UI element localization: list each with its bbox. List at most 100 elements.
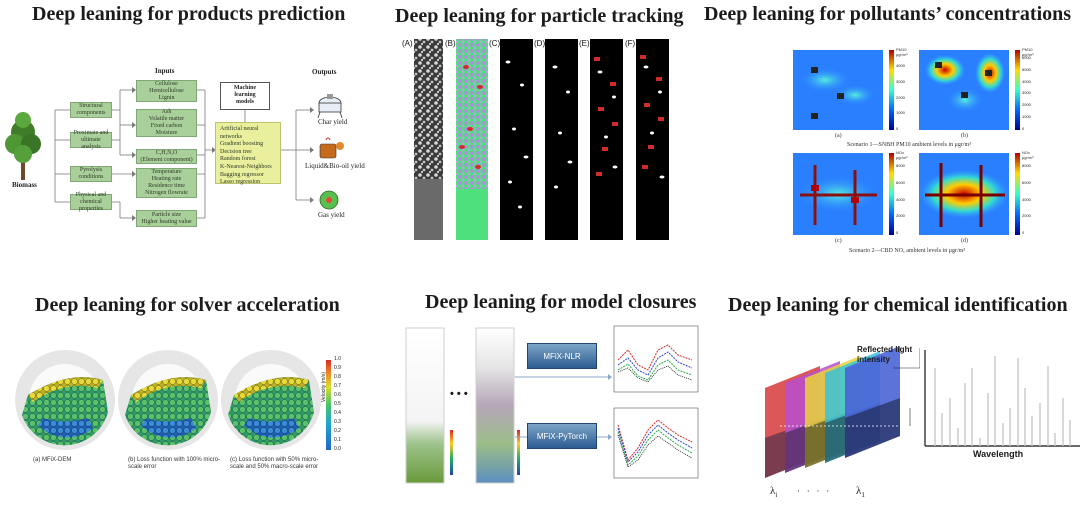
input-proximate: Ash Volatile matter Fixed carbon Moistur… — [136, 109, 197, 137]
velocity-drums — [15, 350, 331, 450]
title-model-closures: Deep leaning for model closures — [425, 291, 697, 313]
tick: 2000 — [896, 213, 905, 219]
tick: 0.8 — [334, 374, 341, 380]
tick: 8000 — [896, 163, 905, 168]
tick: 0.6 — [334, 392, 341, 398]
output-liquid: Liquid&Bio-oil yield — [305, 162, 365, 170]
lambda-i-label: λi — [770, 485, 777, 499]
connector-lines — [5, 87, 344, 221]
colorbar-ticks-b: 6000 5000 4000 3000 2000 1000 0 — [1022, 55, 1031, 131]
tick: 0 — [896, 230, 899, 235]
wavelength-label: Wavelength — [973, 449, 1024, 459]
title-solver-acceleration: Deep leaning for solver acceleration — [35, 294, 340, 316]
outputs-header: Outputs — [312, 68, 337, 76]
inputs-header: Inputs — [155, 67, 175, 75]
reflected-light-label: Reflected light intensity — [857, 345, 913, 364]
tick: 0.1 — [334, 437, 341, 443]
strip-label-a: (A) — [402, 39, 413, 48]
strip-label-c: (C) — [489, 39, 501, 48]
sub-label-c: (c) — [835, 238, 842, 244]
tick: 0.3 — [334, 419, 341, 425]
input-pyrolysis-conditions: Temperature Heating rate Residence time … — [136, 168, 197, 198]
lambda-symbol: λ — [856, 485, 862, 497]
category-physical: Physical and chemical properties — [70, 192, 112, 212]
lambda-1-label: λ1 — [856, 485, 865, 499]
title-pollutants: Deep leaning for pollutants’ concentrati… — [704, 3, 1072, 25]
solver-acceleration-panel: 1.0 0.9 0.8 0.7 0.6 0.5 0.4 0.3 0.2 0.1 … — [8, 350, 363, 475]
closure-graphics — [405, 325, 699, 484]
lambda-symbol: λ — [770, 485, 776, 497]
colorbar-ticks-a: 4000 3000 2000 1000 0 — [896, 63, 905, 131]
input-element: C,H,N,O (Element component) — [136, 149, 197, 164]
input-particle-size: Particle size Higher heating value — [136, 210, 197, 227]
category-pyrolysis: Pyrolysis conditions — [70, 166, 112, 182]
units-c: NOx μgr/m³ — [896, 150, 908, 160]
caption-mfix-dem: (a) MFiX-DEM — [33, 457, 72, 463]
strip-label-b: (B) — [445, 39, 456, 48]
tick: 2000 — [896, 94, 905, 100]
tick: 0.9 — [334, 365, 341, 371]
particle-strips — [414, 39, 669, 240]
char-yield-icon — [317, 94, 343, 119]
tick: 0 — [896, 126, 899, 131]
tick: 6000 — [896, 179, 905, 185]
tick: 1000 — [896, 110, 905, 116]
tick: 2000 — [1022, 102, 1031, 108]
biomass-label: Biomass — [12, 181, 37, 189]
gas-yield-icon — [319, 190, 339, 210]
bio-oil-yield-icon — [319, 137, 344, 159]
tick: 0.4 — [334, 410, 341, 416]
sub-label-a: (a) — [835, 133, 842, 139]
units-b: PM10 μgr/m³ — [1022, 47, 1034, 57]
tick: 5000 — [1022, 66, 1031, 72]
hyperspectral-cube — [765, 346, 1080, 478]
tick: 4000 — [896, 196, 905, 202]
strip-label-f: (F) — [625, 39, 636, 48]
ellipsis-label: • • • — [450, 388, 468, 400]
title-products-prediction: Deep leaning for products prediction — [32, 3, 346, 25]
ml-models-title: Machine learning models — [220, 82, 270, 110]
chemical-identification-panel: Reflected light intensity Wavelength λi … — [760, 338, 1080, 503]
tick: 1.0 — [334, 356, 341, 362]
sub-label-b: (b) — [961, 133, 968, 139]
colorbar-ticks-c: 8000 6000 4000 2000 0 — [896, 163, 905, 235]
title-particle-tracking: Deep leaning for particle tracking — [395, 5, 684, 27]
sub-label-d: (d) — [961, 238, 968, 244]
tick: 4000 — [896, 63, 905, 68]
tick: 0.2 — [334, 428, 341, 434]
lambda-subscript: 1 — [861, 491, 865, 500]
strip-label-d: (D) — [534, 39, 546, 48]
output-char: Char yield — [318, 118, 348, 126]
strip-label-e: (E) — [579, 39, 590, 48]
tick: 6000 — [1022, 179, 1031, 185]
products-prediction-diagram: Biomass Inputs Outputs Structural compon… — [0, 60, 370, 245]
scenario2-caption: Scenario 2—CBD NOₓ ambient levels in μgr… — [849, 248, 966, 254]
tick: 0.0 — [334, 446, 341, 452]
mfix-nlr-box: MFiX-NLR — [527, 343, 597, 369]
velocity-colorbar-label: Velocity (m/s) — [321, 371, 327, 402]
ml-models-list: Artificial neural networks Gradient boos… — [215, 122, 281, 185]
pollutant-heatmaps — [793, 50, 1020, 235]
tick: 3000 — [1022, 90, 1031, 96]
caption-micro-scale: (b) Loss function with 100% micro- scale… — [128, 457, 221, 470]
tick: 0.7 — [334, 383, 341, 389]
tick: 4000 — [1022, 78, 1031, 84]
category-proximate: Proximate and ultimate analysis — [70, 130, 112, 150]
scenario1-caption: Scenario 1—SNBH PM10 ambient levels in μ… — [847, 142, 972, 148]
tick: 0 — [1022, 230, 1025, 235]
model-closures-panel: • • • MFiX-NLR MFiX-PyTorch — [400, 320, 710, 490]
caption-micro-macro: (c) Loss function with 50% micro- scale … — [230, 457, 319, 470]
category-structural: Structural components — [70, 102, 112, 118]
mfix-pytorch-box: MFiX-PyTorch — [527, 423, 597, 449]
lambda-subscript: i — [775, 491, 778, 500]
tick: 0.5 — [334, 401, 341, 407]
input-structural: Cellulose Hemicellulose Lignin — [136, 80, 197, 102]
lambda-dots: · · · · — [797, 486, 830, 496]
velocity-colorbar-ticks: 1.0 0.9 0.8 0.7 0.6 0.5 0.4 0.3 0.2 0.1 … — [334, 356, 341, 452]
tree-icon — [5, 112, 41, 180]
tick: 1000 — [1022, 114, 1031, 120]
tick: 2000 — [1022, 213, 1031, 219]
tick: 6000 — [1022, 55, 1031, 60]
units-d: NOx μgr/m³ — [1022, 150, 1034, 160]
particle-tracking-panel: (A) (B) (C) (D) (E) (F) — [402, 37, 672, 242]
